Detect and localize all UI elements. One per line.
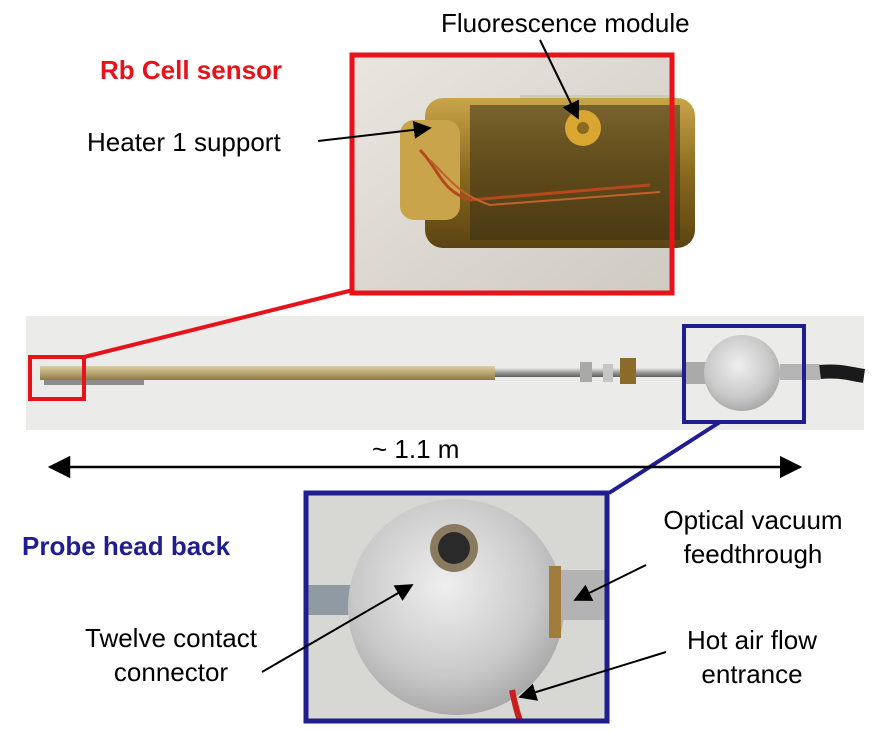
probe-head-frame bbox=[303, 490, 610, 724]
twelve-connector-arrow bbox=[261, 584, 414, 673]
rb-cell-zoom-line bbox=[83, 288, 354, 359]
probe-head-title: Probe head back bbox=[22, 531, 231, 561]
optical-feedthrough-label: Optical vacuum feedthrough bbox=[646, 503, 860, 571]
twelve-connector-label: Twelve contact connector bbox=[68, 621, 274, 689]
probe-photo bbox=[26, 316, 866, 430]
hot-air-line2: entrance bbox=[701, 659, 803, 689]
hot-air-line1: Hot air flow bbox=[686, 625, 818, 655]
twelve-connector-line2: connector bbox=[113, 657, 229, 687]
probe-head-zoom-line bbox=[607, 420, 722, 495]
probe-head-photo bbox=[306, 493, 607, 722]
rb-cell-title: Rb Cell sensor bbox=[100, 55, 283, 85]
twelve-connector-line1: Twelve contact bbox=[85, 623, 257, 653]
optical-arrow bbox=[573, 564, 647, 601]
heater-arrow bbox=[317, 120, 432, 142]
optical-feedthrough-line2: feedthrough bbox=[683, 539, 823, 569]
heater-label: Heater 1 support bbox=[87, 127, 281, 157]
rb-cell-frame bbox=[349, 52, 675, 296]
hot-air-arrow bbox=[518, 651, 667, 701]
rb-cell-zoom-box bbox=[28, 355, 86, 401]
fluorescence-arrow bbox=[539, 39, 579, 120]
probe-head-zoom-box bbox=[682, 324, 806, 424]
rb-cell-photo bbox=[352, 55, 695, 293]
fluorescence-label: Fluorescence module bbox=[441, 8, 690, 38]
optical-feedthrough-line1: Optical vacuum bbox=[663, 505, 843, 535]
length-label: ~ 1.1 m bbox=[372, 434, 460, 464]
hot-air-label: Hot air flow entrance bbox=[668, 623, 836, 691]
